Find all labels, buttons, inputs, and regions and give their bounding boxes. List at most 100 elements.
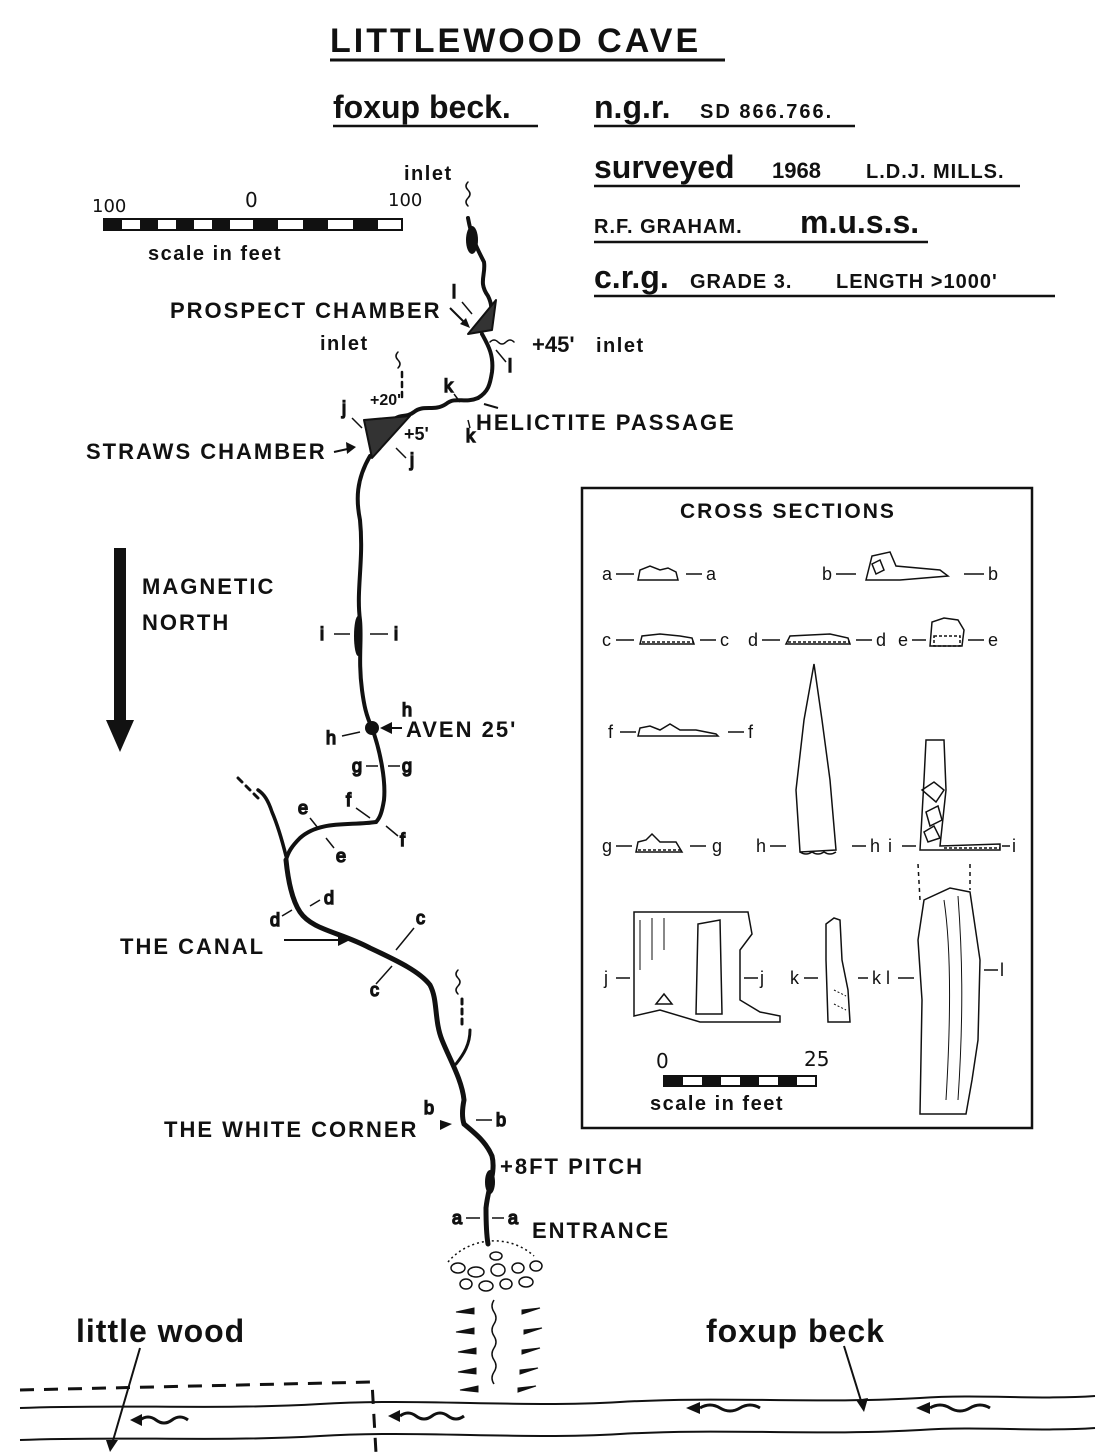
marker-a-right: a: [508, 1208, 519, 1228]
cs-d-left: d: [748, 630, 758, 650]
marker-f-top: f: [346, 790, 352, 810]
main-scale-bar: 100 0 100 scale in feet: [92, 188, 422, 265]
marker-j-bottom: j: [409, 450, 414, 470]
marker-e-top: e: [298, 798, 308, 818]
location-label: foxup beck.: [333, 89, 511, 125]
north-label-2: NORTH: [142, 610, 230, 635]
cs-i-right: i: [1012, 836, 1016, 856]
cave-passage: [236, 181, 515, 1247]
prospect-chamber-label: PROSPECT CHAMBER: [170, 298, 442, 323]
cs-b-left: b: [822, 564, 832, 584]
marker-k-bottom: k: [466, 426, 476, 446]
little-wood-label: little wood: [76, 1313, 245, 1349]
entrance-label: ENTRANCE: [532, 1218, 670, 1243]
cs-i-left: i: [888, 836, 892, 856]
marker-e-bottom: e: [336, 846, 346, 866]
marker-i-right: i: [394, 624, 398, 644]
scale-left-label: 100: [92, 196, 126, 217]
marker-d-left: d: [270, 910, 280, 930]
marker-i-left: i: [320, 624, 324, 644]
cs-scale-caption: scale in feet: [650, 1093, 784, 1115]
cs-a-right: a: [706, 564, 717, 584]
marker-k-top: k: [444, 376, 454, 396]
inlet-left-label: inlet: [320, 333, 369, 355]
marker-j-top: j: [341, 398, 346, 418]
cs-e-right: e: [988, 630, 998, 650]
surveyor-1: L.D.J. MILLS.: [866, 161, 1005, 183]
crg-label: c.r.g.: [594, 259, 669, 295]
entrance-stream: [455, 1299, 543, 1393]
marker-g-left: g: [352, 756, 362, 776]
cross-sections-inset: CROSS SECTIONS a a b b c c d: [580, 486, 1034, 1130]
cs-c-left: c: [602, 630, 611, 650]
marker-l-bottom: l: [508, 356, 512, 376]
marker-b-left: b: [424, 1098, 434, 1118]
cs-f-right: f: [748, 722, 754, 742]
scale-right-label: 100: [388, 190, 422, 211]
surveyor-2: R.F. GRAHAM.: [594, 216, 743, 238]
inlet-top-label: inlet: [404, 163, 453, 185]
helictite-passage-label: HELICTITE PASSAGE: [476, 410, 736, 435]
aven-label: AVEN 25': [406, 717, 517, 742]
helictite-arrow: [483, 403, 499, 409]
cross-sections-title: CROSS SECTIONS: [680, 500, 896, 523]
cs-a-left: a: [602, 564, 613, 584]
cs-h-left: h: [756, 836, 766, 856]
plus5-label: +5': [404, 424, 429, 444]
pitch-label: +8FT PITCH: [500, 1154, 644, 1179]
grade-value: GRADE 3.: [690, 271, 792, 293]
map-title: LITTLEWOOD CAVE: [330, 22, 701, 60]
marker-l-top: l: [452, 282, 456, 302]
canal-arrow-head: [338, 934, 350, 946]
scale-mid-label: 0: [245, 188, 258, 212]
cs-g-left: g: [602, 836, 612, 856]
cs-scale-right: 25: [804, 1047, 829, 1071]
white-corner-arrow-head: [440, 1120, 452, 1130]
marker-f-bottom: f: [400, 830, 406, 850]
straws-chamber-label: STRAWS CHAMBER: [86, 439, 327, 464]
cs-b-right: b: [988, 564, 998, 584]
marker-h-left: h: [326, 728, 336, 748]
cs-j-left: j: [603, 968, 608, 988]
marker-a-left: a: [452, 1208, 463, 1228]
cs-k-right: k: [872, 968, 882, 988]
cs-g-right: g: [712, 836, 722, 856]
little-wood-boundary: [19, 1380, 378, 1453]
straws-arrow-head: [346, 442, 356, 454]
the-canal-label: THE CANAL: [120, 934, 265, 959]
marker-d-right: d: [324, 888, 334, 908]
club-name: m.u.s.s.: [800, 204, 919, 240]
prospect-arrow-head: [460, 318, 470, 328]
cs-e-left: e: [898, 630, 908, 650]
entrance-rubble: [447, 1240, 543, 1292]
cs-c-right: c: [720, 630, 729, 650]
cs-f-left: f: [608, 722, 614, 742]
north-arrow: MAGNETIC NORTH: [106, 548, 275, 752]
plus20-label: +20': [370, 392, 401, 409]
marker-c-top: c: [416, 908, 425, 928]
foxup-beck-river: [19, 1395, 1096, 1441]
cs-l-right: l: [1000, 960, 1004, 980]
cs-k-left: k: [790, 968, 800, 988]
surveyed-label: surveyed: [594, 149, 735, 185]
section-markers: l l k k j j i i h h g g f f e e: [269, 281, 520, 1229]
marker-g-right: g: [402, 756, 412, 776]
white-corner-label: THE WHITE CORNER: [164, 1117, 418, 1142]
marker-b-right: b: [496, 1110, 506, 1130]
ngr-value: SD 866.766.: [700, 101, 833, 123]
north-label-1: MAGNETIC: [142, 574, 275, 599]
length-value: LENGTH >1000': [836, 271, 998, 293]
surveyed-year: 1968: [772, 158, 821, 183]
plus45-label: +45': [532, 332, 575, 357]
inlet-right-label: inlet: [596, 335, 645, 357]
scale-caption: scale in feet: [148, 243, 282, 265]
cs-h-right: h: [870, 836, 880, 856]
cs-d-right: d: [876, 630, 886, 650]
cs-scale-left: 0: [656, 1049, 669, 1073]
marker-h-right: h: [402, 700, 412, 720]
aven-arrow-head: [380, 722, 392, 734]
cs-j-right: j: [759, 968, 764, 988]
marker-c-bottom: c: [370, 980, 379, 1000]
ngr-label: n.g.r.: [594, 89, 670, 125]
foxup-beck-label: foxup beck: [706, 1313, 885, 1349]
